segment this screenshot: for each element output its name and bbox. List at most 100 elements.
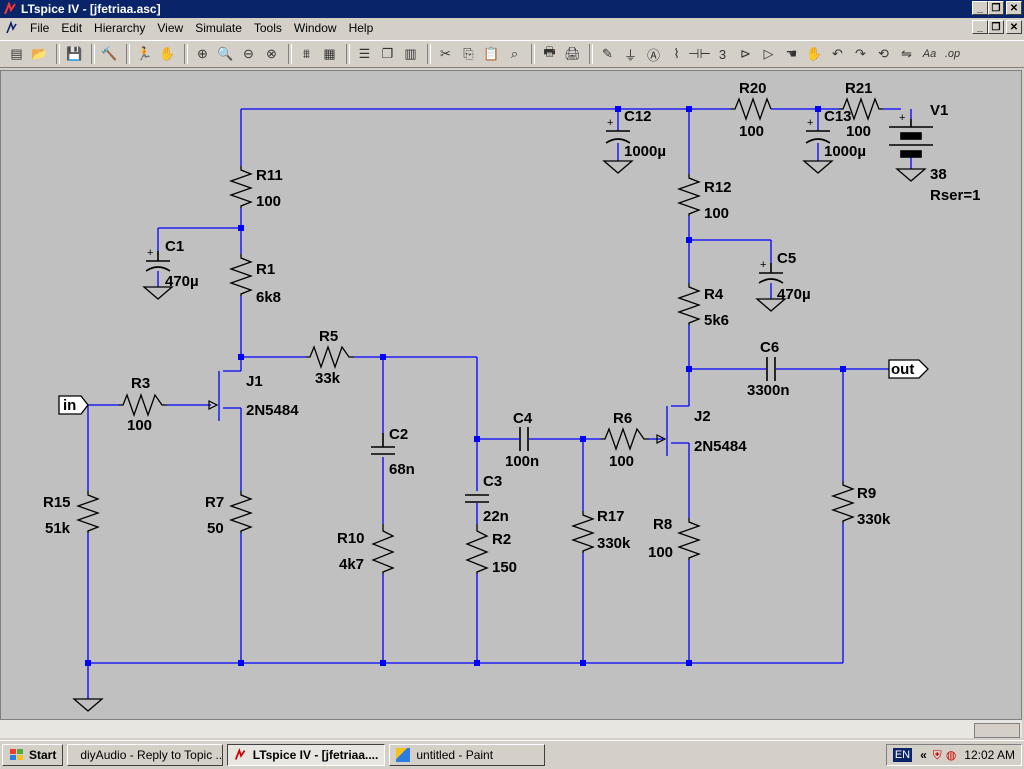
c4-value-label[interactable]: 100n xyxy=(505,453,539,470)
new-schematic-icon[interactable]: ▤ xyxy=(10,46,23,61)
find-icon[interactable]: ⌕ xyxy=(510,46,519,61)
r20-ref-label[interactable]: R20 xyxy=(739,80,767,97)
r11-ref-label[interactable]: R11 xyxy=(256,167,283,184)
r6-value-label[interactable]: 100 xyxy=(609,453,634,470)
j1-value-label[interactable]: 2N5484 xyxy=(246,402,299,419)
taskbar-item-firefox[interactable]: diyAudio - Reply to Topic ... xyxy=(67,744,224,766)
capacitor-icon[interactable]: ⊣⊢ xyxy=(688,46,711,61)
menu-file[interactable]: File xyxy=(30,21,50,35)
r9-ref-label[interactable]: R9 xyxy=(857,485,876,502)
j2-ref-label[interactable]: J2 xyxy=(694,408,711,425)
restore-button[interactable]: ❐ xyxy=(988,1,1004,15)
r11-value-label[interactable]: 100 xyxy=(256,193,281,210)
print-setup-icon[interactable]: 🖶 xyxy=(543,44,556,59)
c5-ref-label[interactable]: C5 xyxy=(777,250,796,267)
menu-help[interactable]: Help xyxy=(348,21,374,35)
scroll-thumb[interactable] xyxy=(974,723,1020,738)
label-net-icon[interactable]: Ⓐ xyxy=(646,47,660,63)
v1-ref-label[interactable]: V1 xyxy=(930,102,948,119)
r1-ref-label[interactable]: R1 xyxy=(256,261,275,278)
c1-value-label[interactable]: 470µ xyxy=(165,273,199,290)
rotate-icon[interactable]: ⟲ xyxy=(878,46,889,61)
menu-tools[interactable]: Tools xyxy=(253,21,282,35)
plot-settings-icon[interactable]: ⩩ xyxy=(303,46,310,61)
menu-edit[interactable]: Edit xyxy=(61,21,83,35)
c3-value-label[interactable]: 22n xyxy=(483,508,509,525)
r2-value-label[interactable]: 150 xyxy=(492,559,517,576)
component-icon[interactable]: ▷ xyxy=(763,46,774,61)
r21-value-label[interactable]: 100 xyxy=(846,123,871,140)
r2-ref-label[interactable]: R2 xyxy=(492,531,511,548)
zoom-fit-icon[interactable]: ⊗ xyxy=(266,46,277,61)
copy-icon[interactable]: ⎘ xyxy=(463,46,474,61)
network-icon[interactable]: ◍ xyxy=(945,748,957,762)
inductor-icon[interactable]: 3 xyxy=(718,46,727,62)
title-bar[interactable]: LTspice IV - [jfetriaa.asc] _ ❐ ✕ xyxy=(0,0,1024,18)
r8-value-label[interactable]: 100 xyxy=(648,544,673,561)
r4-ref-label[interactable]: R4 xyxy=(704,286,724,303)
c3-ref-label[interactable]: C3 xyxy=(483,473,502,490)
r12-ref-label[interactable]: R12 xyxy=(704,179,732,196)
tile-horizontal-icon[interactable]: ☰ xyxy=(358,46,371,61)
r1-value-label[interactable]: 6k8 xyxy=(256,289,281,306)
r3-value-label[interactable]: 100 xyxy=(127,417,152,434)
mirror-icon[interactable]: ⇋ xyxy=(901,46,912,61)
move-icon[interactable]: ☚ xyxy=(785,46,798,61)
r8-ref-label[interactable]: R8 xyxy=(653,516,672,533)
save-icon[interactable]: 💾 xyxy=(66,46,83,61)
c12-ref-label[interactable]: C12 xyxy=(624,108,652,125)
diode-icon[interactable]: ⊳ xyxy=(740,46,751,61)
taskbar-item-ltspice[interactable]: LTspice IV - [jfetriaa.... xyxy=(227,744,386,766)
r7-ref-label[interactable]: R7 xyxy=(205,494,224,511)
r3-ref-label[interactable]: R3 xyxy=(131,375,150,392)
text-icon[interactable]: Aa xyxy=(922,48,937,60)
menu-hierarchy[interactable]: Hierarchy xyxy=(94,21,146,35)
undo-icon[interactable]: ↶ xyxy=(832,46,843,61)
language-indicator[interactable]: EN xyxy=(892,748,913,762)
r7-value-label[interactable]: 50 xyxy=(207,520,224,537)
v1-value-label[interactable]: 38 xyxy=(930,166,947,183)
schematic-canvas[interactable]: ++ ++ + in out xyxy=(0,70,1022,720)
r5-ref-label[interactable]: R5 xyxy=(319,328,338,345)
pan-icon[interactable]: 🔍 xyxy=(217,46,234,61)
r21-ref-label[interactable]: R21 xyxy=(845,80,873,97)
wire-icon[interactable]: ✎ xyxy=(602,46,613,61)
c1-ref-label[interactable]: C1 xyxy=(165,238,184,255)
print-icon[interactable]: 🖨 xyxy=(564,46,581,61)
c5-value-label[interactable]: 470µ xyxy=(777,286,811,303)
start-button[interactable]: Start xyxy=(2,744,64,766)
c13-value-label[interactable]: 1000µ xyxy=(824,143,866,160)
resistor-icon[interactable]: ⌇ xyxy=(673,46,680,61)
mdi-close-button[interactable]: ✕ xyxy=(1006,20,1022,34)
r4-value-label[interactable]: 5k6 xyxy=(704,312,729,329)
r10-ref-label[interactable]: R10 xyxy=(337,530,365,547)
menu-view[interactable]: View xyxy=(157,21,184,35)
taskbar-item-paint[interactable]: untitled - Paint xyxy=(389,744,546,766)
tile-vertical-icon[interactable]: ▥ xyxy=(404,46,417,61)
c4-ref-label[interactable]: C4 xyxy=(513,410,533,427)
halt-icon[interactable]: ✋ xyxy=(159,46,176,61)
cascade-icon[interactable]: ❐ xyxy=(381,46,394,61)
paste-icon[interactable]: 📋 xyxy=(483,46,500,61)
ground-icon[interactable]: ⏚ xyxy=(623,47,637,63)
open-icon[interactable]: 📂 xyxy=(31,46,48,61)
r15-ref-label[interactable]: R15 xyxy=(43,494,71,511)
security-shield-icon[interactable]: ⛨ xyxy=(932,747,942,762)
c6-value-label[interactable]: 3300n xyxy=(747,382,790,399)
r20-value-label[interactable]: 100 xyxy=(739,123,764,140)
r9-value-label[interactable]: 330k xyxy=(857,511,891,528)
r5-value-label[interactable]: 33k xyxy=(315,370,341,387)
zoom-in-icon[interactable]: ⊕ xyxy=(197,46,208,61)
drag-icon[interactable]: ✋ xyxy=(806,46,823,61)
zoom-out-icon[interactable]: ⊖ xyxy=(243,46,254,61)
r17-ref-label[interactable]: R17 xyxy=(597,508,625,525)
spice-directive-icon[interactable]: .op xyxy=(944,48,961,60)
c2-value-label[interactable]: 68n xyxy=(389,461,415,478)
mdi-restore-button[interactable]: ❐ xyxy=(988,20,1004,34)
j1-ref-label[interactable]: J1 xyxy=(246,373,263,390)
c13-ref-label[interactable]: C13 xyxy=(824,108,852,125)
menu-window[interactable]: Window xyxy=(293,21,337,35)
menu-simulate[interactable]: Simulate xyxy=(195,21,242,35)
cut-icon[interactable]: ✂ xyxy=(440,46,451,61)
r15-value-label[interactable]: 51k xyxy=(45,520,71,537)
